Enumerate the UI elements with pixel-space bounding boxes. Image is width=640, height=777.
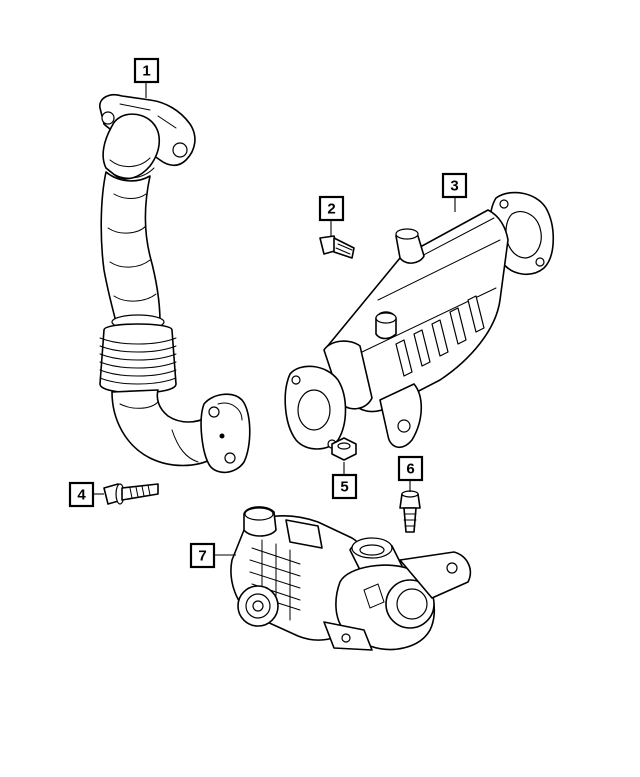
callout-3: 3 [441, 172, 468, 199]
leader-lines [93, 82, 456, 556]
callout-label: 5 [340, 479, 348, 496]
bolt-icon [319, 235, 355, 259]
nut-icon [331, 437, 357, 461]
egr-cooler-icon [284, 191, 555, 450]
callout-label: 1 [142, 63, 150, 80]
egr-valve-icon [230, 506, 472, 651]
callout-5: 5 [331, 473, 358, 500]
callout-label: 2 [327, 201, 335, 218]
callout-7: 7 [189, 542, 216, 569]
egr-tube-icon [99, 93, 251, 474]
callout-label: 3 [450, 178, 458, 195]
callout-label: 6 [406, 461, 414, 478]
callout-6: 6 [397, 455, 424, 482]
callout-2: 2 [318, 195, 345, 222]
flange-bolt-icon [103, 483, 159, 505]
bolt-icon [399, 490, 421, 533]
callout-label: 7 [198, 548, 206, 565]
callout-1: 1 [133, 57, 160, 84]
callout-4: 4 [68, 481, 95, 508]
callout-label: 4 [77, 487, 86, 504]
